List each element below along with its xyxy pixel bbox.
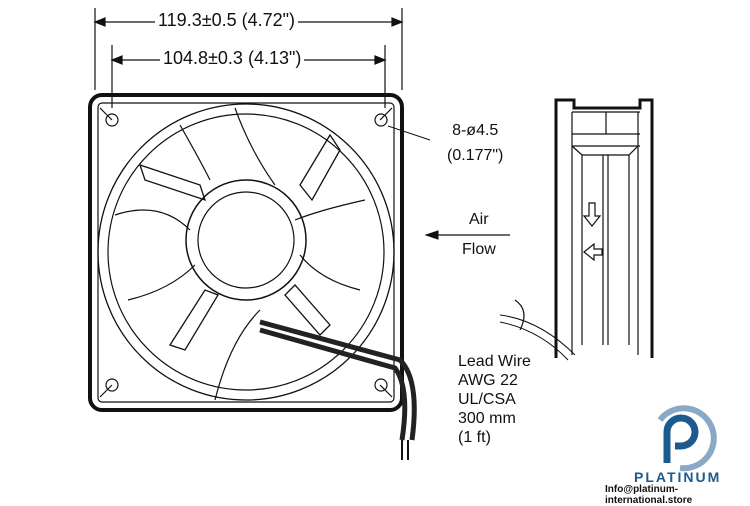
- flow-label: Flow: [462, 241, 496, 258]
- fan-front-view: [88, 93, 417, 460]
- platinum-logo: [657, 405, 717, 472]
- watermark-email: Info@platinum-international.store: [605, 484, 693, 506]
- watermark-brand: PLATINUM: [634, 469, 722, 485]
- overall-dimension: 119.3±0.5 (4.72"): [155, 10, 299, 31]
- fan-side-view: [499, 98, 654, 361]
- lead-wire-line: Lead Wire: [458, 353, 531, 370]
- hole-spacing-dimension: 104.8±0.3 (4.13"): [160, 48, 305, 69]
- lead-wire-line: UL/CSA: [458, 391, 516, 408]
- lead-wire-spec: Lead Wire AWG 22 UL/CSA 300 mm (1 ft): [458, 352, 531, 447]
- lead-wire-line: AWG 22: [458, 372, 518, 389]
- lead-wire-line: 300 mm: [458, 410, 516, 427]
- lead-wire-line: (1 ft): [458, 429, 491, 446]
- hole-count-diameter: 8-ø4.5: [452, 122, 499, 139]
- air-label: Air: [469, 211, 489, 228]
- hole-diameter-inches: (0.177"): [447, 147, 504, 164]
- hole-label: 8-ø4.5 (0.177"): [447, 121, 503, 165]
